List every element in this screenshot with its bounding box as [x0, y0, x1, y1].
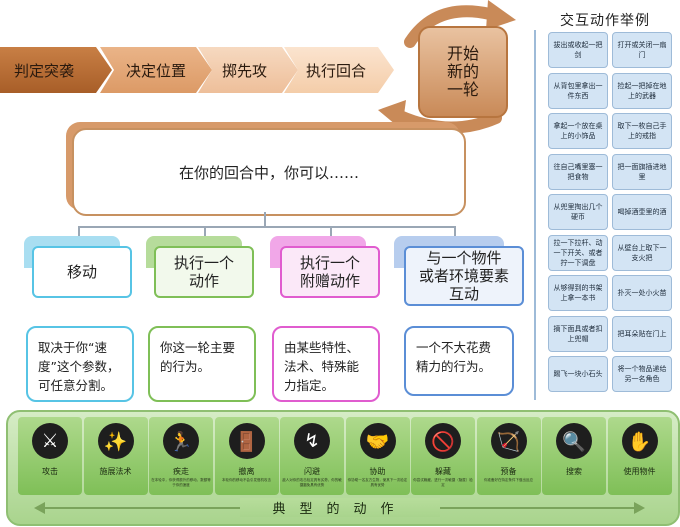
help-icon: 🤝	[359, 423, 396, 459]
typical-actions-label: 典型的动作	[240, 498, 440, 517]
action-label: 搜索	[566, 467, 582, 476]
connector	[78, 226, 456, 228]
action-note: 在本轮中，你获得额外的移动，数额等于你的速度	[151, 478, 211, 487]
column-title-action: 执行一个 动作	[154, 246, 254, 298]
action-label: 施展法术	[99, 467, 132, 476]
example-card: 摘下面具或者扣上兜帽	[548, 315, 608, 352]
flow-step-take-turn: 执行回合	[284, 47, 394, 93]
flow-step-initiative: 掷先攻	[198, 47, 298, 93]
action-label: 疾走	[173, 467, 189, 476]
column-desc-bonus: 由某些特性、法术、特殊能力指定。	[272, 326, 380, 402]
dodge-icon: ↯	[294, 423, 330, 459]
magnifier-icon: 🔍	[556, 423, 592, 459]
examples-title: 交互动作举例	[560, 13, 650, 29]
action-note: 敌人对你的攻击检定具有劣势，你的敏捷豁免具有优势	[282, 478, 342, 487]
example-card: 喝掉酒壶里的酒	[612, 194, 672, 230]
example-card: 往自己嘴里塞一把食物	[548, 153, 608, 190]
column-desc-move: 取决于你“速度”这个参数，可任意分割。	[26, 326, 134, 402]
example-card: 拔出或收起一把剑	[548, 32, 608, 68]
action-label: 攻击	[42, 467, 58, 476]
action-label: 躲藏	[435, 467, 451, 476]
example-card: 从兜里掏出几个硬币	[548, 194, 608, 230]
example-card: 扑灭一处小火苗	[612, 275, 672, 311]
action-note: 你尝试躲藏，进行一次敏捷（隐匿）检定	[413, 478, 473, 487]
flow-step-position: 决定位置	[100, 47, 212, 93]
column-desc-interact: 一个不大花费精力的行为。	[404, 326, 514, 396]
action-label: 撤离	[238, 467, 255, 476]
example-card: 从壁台上取下一支火把	[612, 234, 672, 271]
action-tile: 🔍 搜索	[542, 417, 606, 495]
action-tile: 🏹 预备你准备好在特定条件下做出反应	[476, 417, 541, 495]
action-tile: 🤝 协助你协助一名友方生物，使其下一次检定具有优势	[345, 417, 410, 495]
column-title-bonus: 执行一个 附赠动作	[280, 246, 380, 298]
example-card: 拉一下拉杆、动一下开关、或者拧一下调盘	[548, 234, 608, 271]
action-tile: ✨ 施展法术	[83, 417, 148, 495]
action-note: 你准备好在特定条件下做出反应	[484, 478, 533, 482]
example-card: 把一面旗插进地里	[612, 153, 672, 190]
example-card: 从背包里拿出一件东西	[548, 72, 608, 109]
column-title-move: 移动	[32, 246, 132, 298]
example-card: 把耳朵贴在门上	[612, 315, 672, 352]
action-label: 使用物件	[623, 467, 656, 476]
example-card: 从够得到的书架上拿一本书	[548, 275, 608, 311]
action-label: 闪避	[304, 467, 320, 476]
action-note: 你协助一名友方生物，使其下一次检定具有优势	[347, 478, 408, 487]
sprint-icon: 🏃	[163, 423, 199, 459]
example-card: 取下一枚自己手上的戒指	[612, 113, 672, 149]
action-label: 协助	[369, 467, 386, 476]
example-card: 捡起一把掉在地上的武器	[612, 72, 672, 109]
column-title-interact: 与一个物件 或者环境要素 互动	[404, 246, 524, 306]
example-card: 踢飞一块小石头	[548, 356, 608, 392]
example-card: 将一个物品递给另一名角色	[612, 356, 672, 392]
flow-step-surprise: 判定突袭	[0, 47, 112, 93]
action-tile: ⚔ 攻击	[18, 417, 82, 495]
action-tile: 🚫 躲藏你尝试躲藏，进行一次敏捷（隐匿）检定	[411, 417, 475, 495]
ready-bow-icon: 🏹	[490, 423, 527, 459]
action-tile: 🚪 撤离本轮你的移动不会引发借机攻击	[214, 417, 279, 495]
loop-arrows	[378, 0, 516, 134]
new-round-box: 开始 新的 一轮	[418, 26, 508, 118]
column-desc-action: 你这一轮主要的行为。	[148, 326, 256, 402]
action-tile: 🏃 疾走在本轮中，你获得额外的移动，数额等于你的速度	[149, 417, 213, 495]
example-card: 拿起一个放在桌上的小饰品	[548, 113, 608, 149]
action-label: 预备	[500, 467, 517, 476]
connector	[454, 226, 456, 236]
band-arrow-left-head	[34, 502, 45, 514]
use-object-icon: ✋	[621, 423, 658, 459]
connector	[78, 226, 80, 236]
hide-icon: 🚫	[425, 423, 461, 459]
connector	[264, 212, 266, 226]
action-note: 本轮你的移动不会引发借机攻击	[222, 478, 271, 482]
band-arrow-right-head	[634, 502, 645, 514]
connector	[204, 226, 206, 236]
action-tile: ↯ 闪避敌人对你的攻击检定具有劣势，你的敏捷豁免具有优势	[280, 417, 344, 495]
connector	[330, 226, 332, 236]
action-tile: ✋ 使用物件	[607, 417, 672, 495]
main-prompt: 在你的回合中，你可以……	[72, 128, 466, 216]
example-card: 打开或关闭一扇门	[612, 32, 672, 68]
sword-swing-icon: ⚔	[32, 423, 68, 459]
disengage-icon: 🚪	[228, 423, 265, 459]
magic-wand-icon: ✨	[97, 423, 134, 459]
examples-rule	[534, 30, 536, 400]
